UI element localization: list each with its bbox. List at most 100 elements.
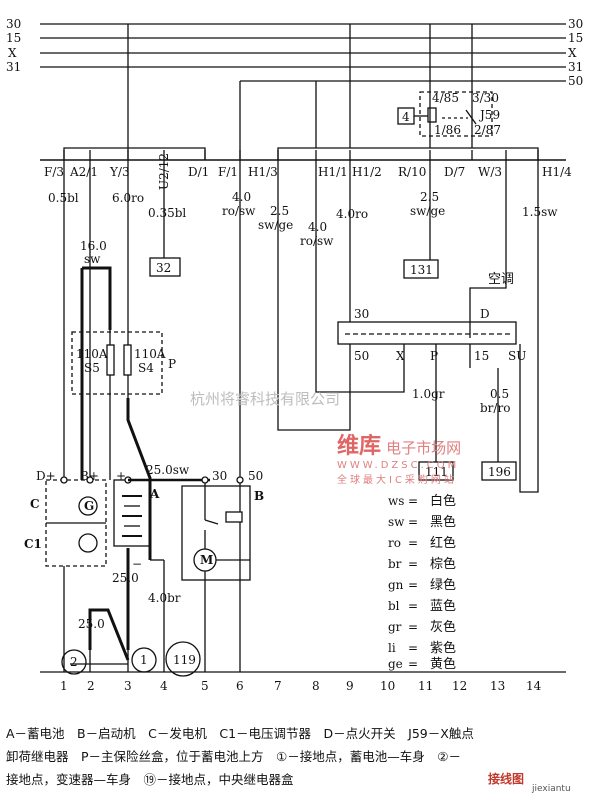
column-number: 6 <box>236 679 244 693</box>
relay-pin-label: 4/85 <box>432 91 459 105</box>
bus-label-15-left: 15 <box>6 31 21 45</box>
caption-line: 接地点，变速器—车身 ⑲－接地点，中央继电器盒 <box>6 772 294 787</box>
battery-plus: + <box>116 469 126 483</box>
ground-label: 2 <box>70 655 78 669</box>
wire-label: 4.0ro <box>336 207 368 221</box>
site-url: WWW.DZSC.COM <box>337 460 460 471</box>
bus-label-x-right: X <box>568 46 577 60</box>
wire-label: 0.5bl <box>48 191 79 205</box>
wire-label: sw <box>84 252 101 266</box>
terminal-label: R/10 <box>398 165 426 179</box>
relay-pin-label: 1/86 <box>434 123 461 137</box>
switch-terminal: 15 <box>474 349 489 363</box>
color-code: gn <box>388 578 404 592</box>
relay-pin-label: 3/30 <box>472 91 499 105</box>
bus-label-31-left: 31 <box>6 60 21 74</box>
terminal-label: H1/2 <box>352 165 382 179</box>
fuse-label: S5 <box>84 361 100 375</box>
ref-label: 196 <box>488 465 511 479</box>
color-code: bl <box>388 599 400 613</box>
ground-label: 1 <box>140 653 148 667</box>
battery-label: A <box>149 487 160 501</box>
fuse-label: S4 <box>138 361 154 375</box>
alternator-label: C <box>30 497 40 511</box>
site-logo[interactable]: 接线图 <box>488 772 525 786</box>
wire-label: 4.0 <box>308 220 327 234</box>
bus-label-50-right: 50 <box>568 74 583 88</box>
color-name: 白色 <box>430 493 456 509</box>
wire-label: 25.0 <box>112 571 139 585</box>
terminal-label: W/3 <box>478 165 502 179</box>
color-code: li <box>388 641 396 655</box>
terminal-label: Y/3 <box>109 165 130 179</box>
terminal-label: F/1 <box>218 165 238 179</box>
starter-label: B <box>254 489 264 503</box>
svg-text:=: = <box>408 515 418 529</box>
column-number: 13 <box>490 679 505 693</box>
terminal-d-plus: D+ <box>36 469 56 483</box>
watermark: 杭州将睿科技有限公司 <box>190 390 340 408</box>
bus-label-x-left: X <box>8 46 17 60</box>
color-code: ro <box>388 536 401 550</box>
wire-label: 2.5 <box>420 190 439 204</box>
site-name: 维库 <box>337 434 382 459</box>
column-number: 4 <box>160 679 168 693</box>
column-number: 3 <box>124 679 132 693</box>
terminal-label: H1/3 <box>248 165 278 179</box>
svg-text:=: = <box>408 641 418 655</box>
regulator-label: C1 <box>24 537 42 551</box>
caption-line: 卸荷继电器 P－主保险丝盒，位于蓄电池上方 ①－接地点，蓄电池—车身 ②－ <box>6 749 461 764</box>
color-code: ws <box>388 494 404 508</box>
color-name: 灰色 <box>430 619 456 635</box>
site-watermark: 维库 电子市场网 WWW.DZSC.COM 全球最大IC采购网站 <box>337 428 537 486</box>
color-code: ge <box>388 657 403 671</box>
fuse-box-name: P <box>168 357 176 371</box>
color-name: 黑色 <box>430 514 456 530</box>
switch-terminal: 50 <box>354 349 369 363</box>
relay-pin-label: 2/87 <box>474 123 501 137</box>
wire-label: br/ro <box>480 401 510 415</box>
terminal-label: F/3 <box>44 165 64 179</box>
column-number: 9 <box>346 679 354 693</box>
wire-label: 0.5 <box>490 387 509 401</box>
wire-label: sw/ge <box>410 204 445 218</box>
wire-label: 1.5sw <box>522 205 558 219</box>
svg-text:=: = <box>408 557 418 571</box>
svg-text:=: = <box>408 494 418 508</box>
column-number: 10 <box>380 679 395 693</box>
aircon-label: 空调 <box>488 272 514 287</box>
ref-label: 111 <box>425 465 448 479</box>
switch-terminal: 30 <box>354 307 369 321</box>
svg-text:=: = <box>408 536 418 550</box>
color-code: br <box>388 557 402 571</box>
color-name: 黄色 <box>430 656 456 672</box>
switch-terminal: X <box>396 349 405 363</box>
fuse-label: 110A <box>134 347 166 361</box>
generator-symbol: G <box>84 499 94 513</box>
switch-terminal: SU <box>508 349 526 363</box>
ref-label: 32 <box>156 261 171 275</box>
terminal-label: D/1 <box>188 165 209 179</box>
switch-terminal: P <box>430 349 438 363</box>
wire-label: 25.0sw <box>146 463 190 477</box>
relay-name: J59 <box>478 108 500 122</box>
color-name: 棕色 <box>430 556 456 572</box>
wire-label: 6.0ro <box>112 191 144 205</box>
terminal-label: H1/4 <box>542 165 572 179</box>
caption: A－蓄电池 B－启动机 C－发电机 C1－电压调节器 D－点火开关 J59－X触… <box>6 722 596 791</box>
color-code: sw <box>388 515 405 529</box>
site-sub: 电子市场网 <box>386 439 462 457</box>
column-number: 12 <box>452 679 467 693</box>
bus-label-30-right: 30 <box>568 17 583 31</box>
column-number: 1 <box>60 679 68 693</box>
column-number: 2 <box>87 679 95 693</box>
color-name: 紫色 <box>430 640 456 656</box>
svg-text:=: = <box>408 599 418 613</box>
starter-30: 30 <box>212 469 227 483</box>
wire-label: 0.35bl <box>148 206 186 220</box>
column-number: 11 <box>418 679 433 693</box>
wire-label: sw/ge <box>258 218 293 232</box>
column-number: 7 <box>274 679 282 693</box>
wire-label: 4.0br <box>148 591 181 605</box>
